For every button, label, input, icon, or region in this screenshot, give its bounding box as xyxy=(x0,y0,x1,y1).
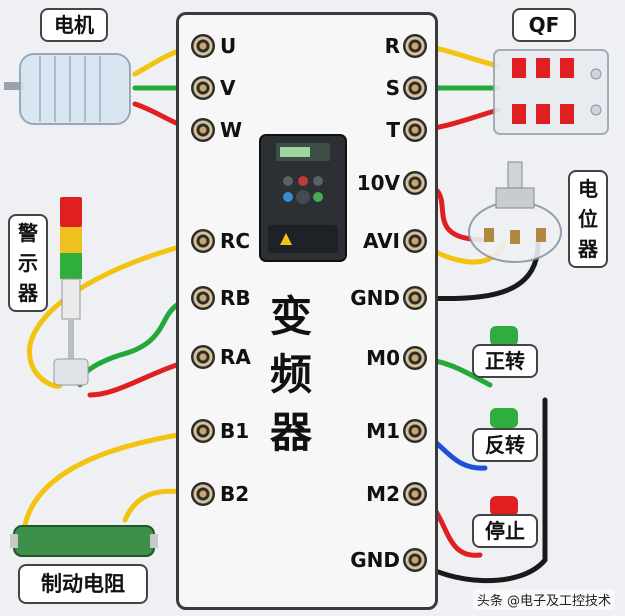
wire-rc xyxy=(27,238,206,389)
pot-char-2: 位 xyxy=(578,207,598,231)
motor-icon xyxy=(4,53,131,125)
terminal-w xyxy=(191,118,215,142)
label-rb: RB xyxy=(220,286,251,310)
label-v: V xyxy=(220,76,236,100)
inverter-name-1: 变 xyxy=(270,292,313,341)
motor-label: 电机 xyxy=(40,8,108,42)
terminal-avi xyxy=(403,229,427,253)
label-gnd-1: GND xyxy=(350,286,400,310)
inverter-unit-icon xyxy=(259,134,347,262)
label-t: T xyxy=(386,118,400,142)
circuit-breaker-icon xyxy=(493,49,609,135)
inverter-name-2: 频 xyxy=(270,350,313,399)
forward-button-label[interactable]: 正转 xyxy=(472,344,538,378)
stop-button-label[interactable]: 停止 xyxy=(472,514,538,548)
pot-char-3: 器 xyxy=(578,237,598,261)
inverter-name-3: 器 xyxy=(270,408,313,457)
label-m0: M0 xyxy=(366,346,400,370)
breaker-label: QF xyxy=(512,8,576,42)
terminal-m0 xyxy=(403,346,427,370)
terminal-10v xyxy=(403,171,427,195)
terminal-r xyxy=(403,34,427,58)
label-gnd-2: GND xyxy=(350,548,400,572)
terminal-b1 xyxy=(191,419,215,443)
tower-light-icon xyxy=(53,197,89,386)
brake-resistor-icon xyxy=(10,525,158,557)
reverse-button-icon xyxy=(490,408,518,428)
label-avi: AVI xyxy=(362,229,400,253)
forward-button-icon xyxy=(490,326,518,346)
terminal-v xyxy=(191,76,215,100)
label-10v: 10V xyxy=(356,171,400,195)
warn-char-1: 警 xyxy=(18,221,38,245)
terminal-ra xyxy=(191,345,215,369)
reverse-button-label[interactable]: 反转 xyxy=(472,428,538,462)
pot-char-1: 电 xyxy=(578,177,598,201)
terminal-rc xyxy=(191,229,215,253)
label-u: U xyxy=(220,34,237,58)
terminal-m1 xyxy=(403,419,427,443)
label-m1: M1 xyxy=(366,419,400,443)
potentiometer-label: 电 位 器 xyxy=(568,170,608,268)
terminal-b2 xyxy=(191,482,215,506)
watermark: 头条 @电子及工控技术 xyxy=(472,589,615,610)
label-b2: B2 xyxy=(220,482,250,506)
label-w: W xyxy=(220,118,243,142)
inverter-panel xyxy=(176,12,438,610)
terminal-u xyxy=(191,34,215,58)
label-b1: B1 xyxy=(220,419,250,443)
warn-char-2: 示 xyxy=(18,251,38,275)
terminal-m2 xyxy=(403,482,427,506)
potentiometer-icon xyxy=(468,161,562,263)
label-rc: RC xyxy=(220,229,251,253)
terminal-t xyxy=(403,118,427,142)
label-ra: RA xyxy=(220,345,251,369)
stop-button-icon xyxy=(490,496,518,516)
label-s: S xyxy=(385,76,400,100)
brake-resistor-label: 制动电阻 xyxy=(18,564,148,604)
terminal-gnd-1 xyxy=(403,286,427,310)
terminal-gnd-2 xyxy=(403,548,427,572)
warn-char-3: 器 xyxy=(18,281,38,305)
terminal-rb xyxy=(191,286,215,310)
warning-light-label: 警 示 器 xyxy=(8,214,48,312)
terminal-s xyxy=(403,76,427,100)
label-r: R xyxy=(384,34,400,58)
label-m2: M2 xyxy=(366,482,400,506)
